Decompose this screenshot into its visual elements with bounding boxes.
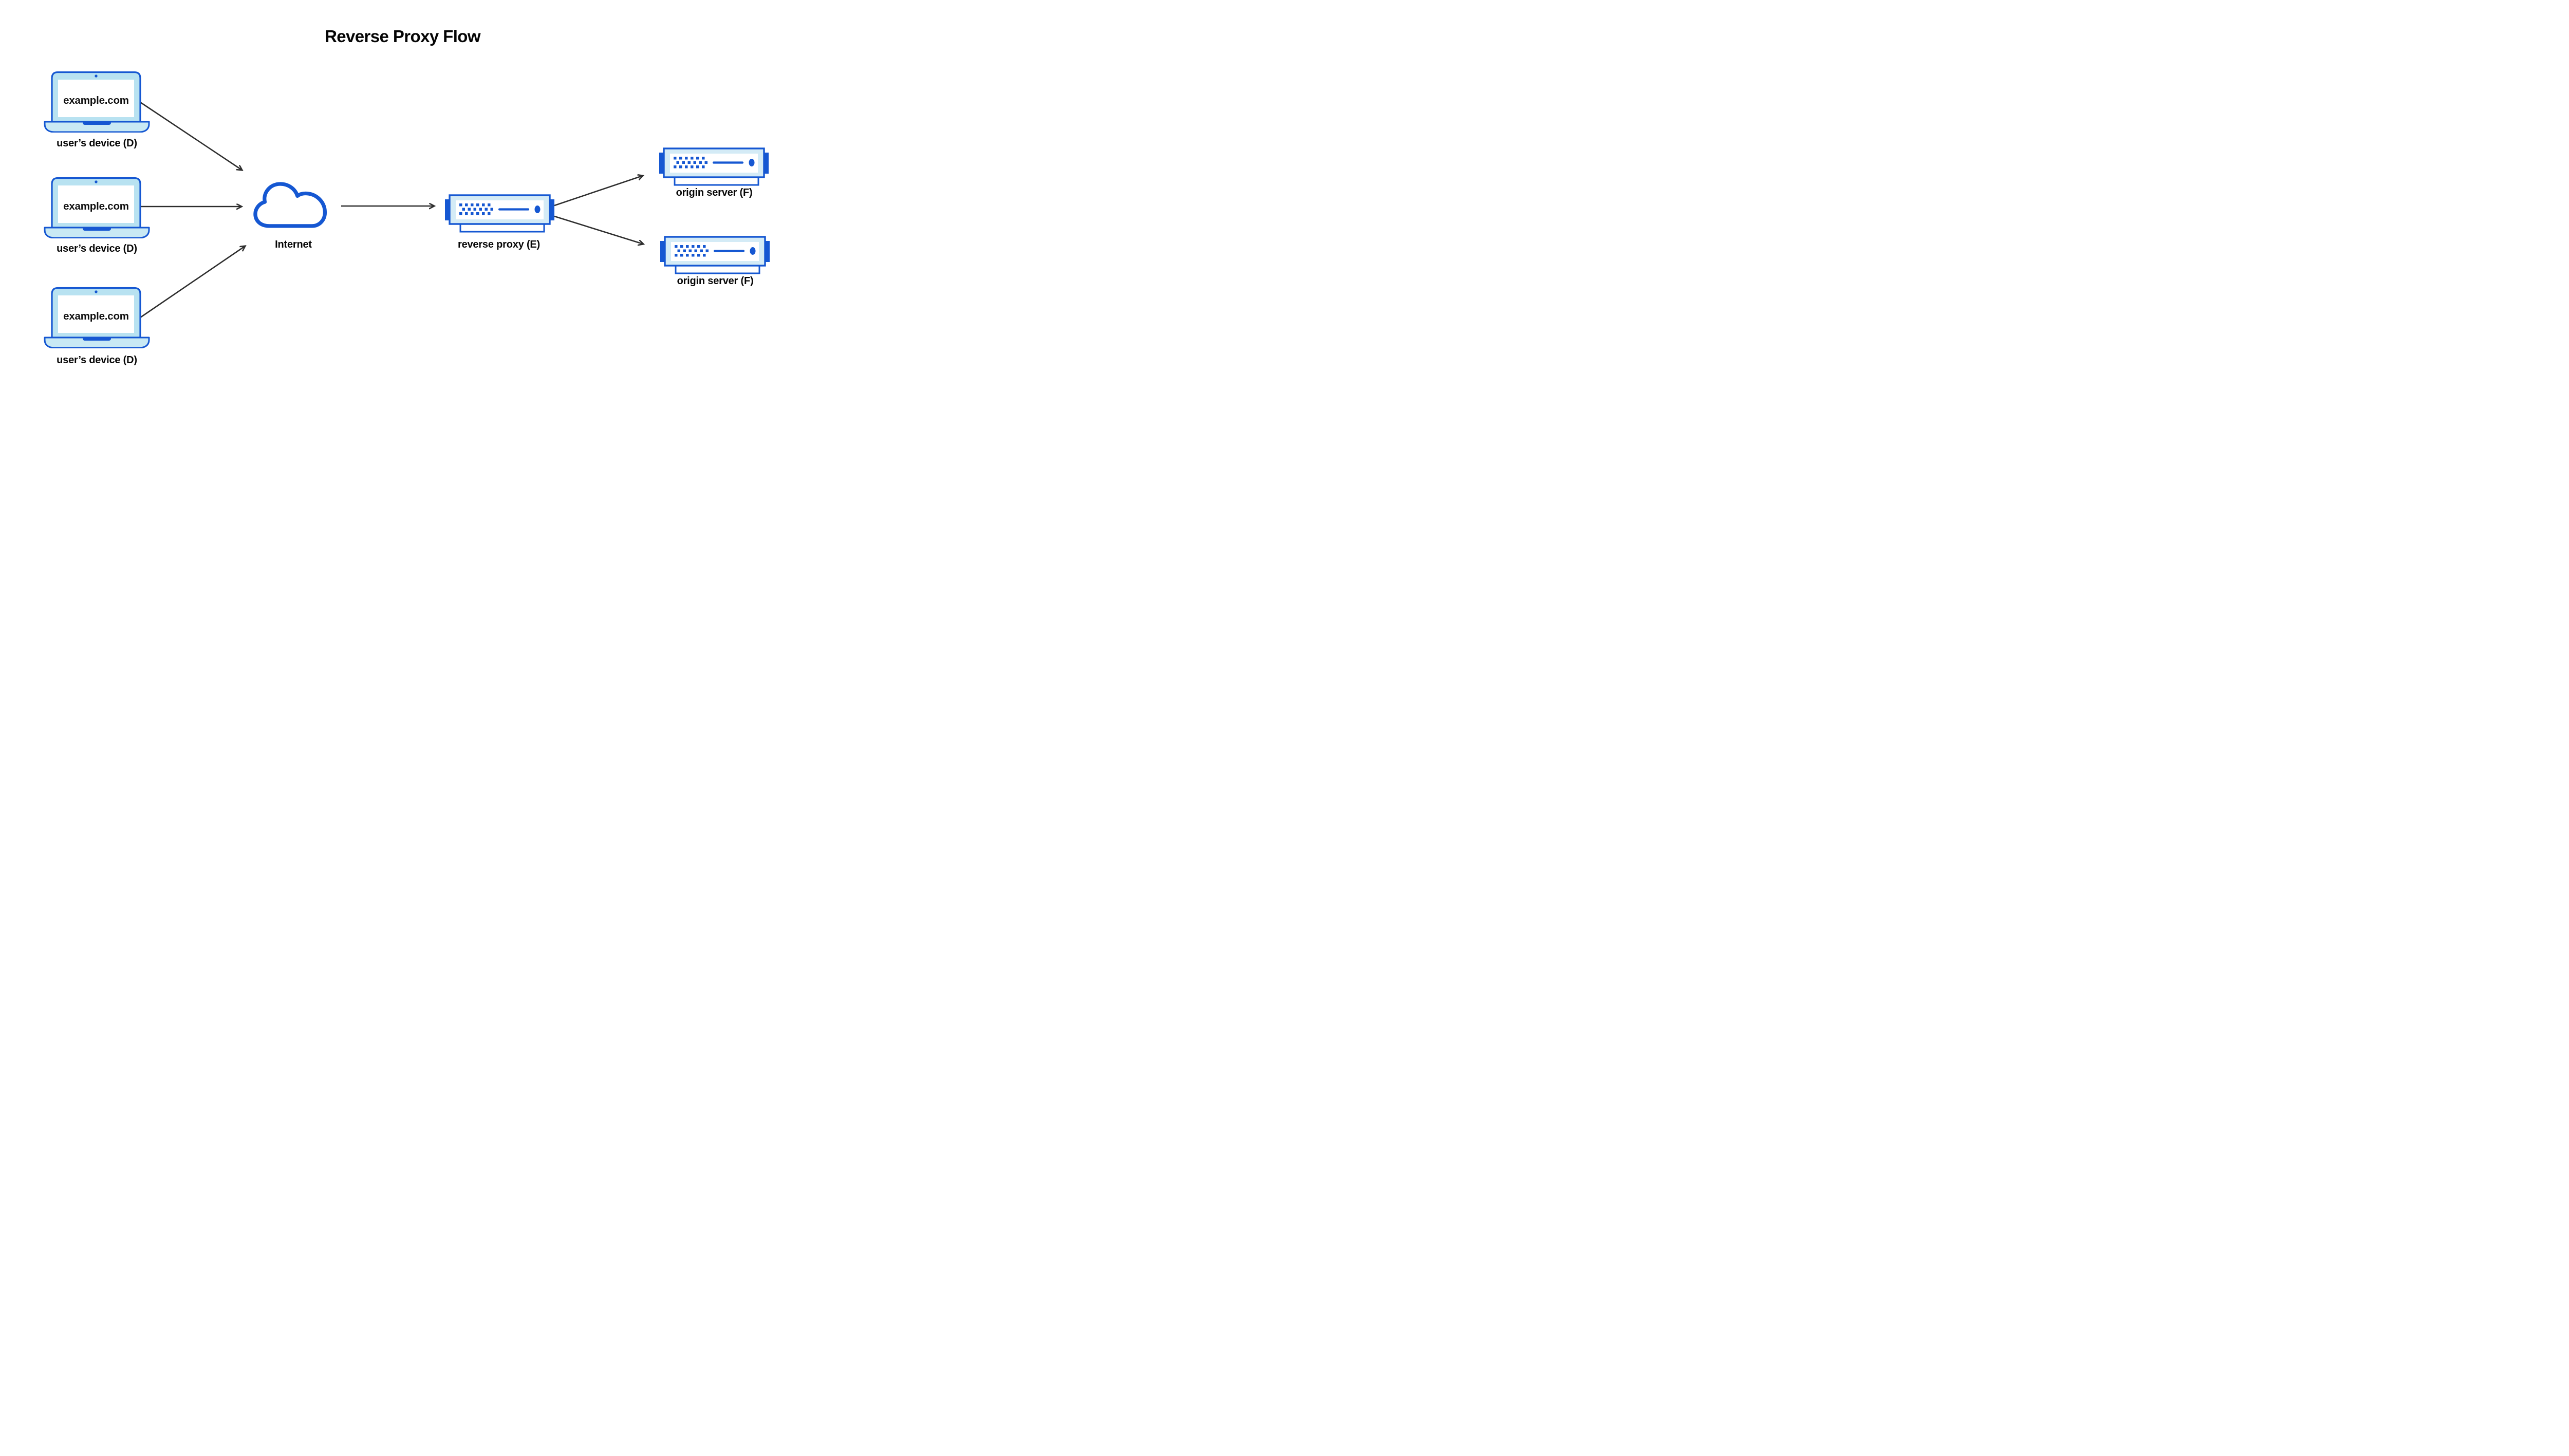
arrow-device3-to-internet: [140, 246, 245, 319]
user-device-3-label: user’s device (D): [57, 354, 137, 366]
laptop-icon: example.com: [44, 177, 150, 238]
origin-server-1-label: origin server (F): [676, 187, 753, 198]
device-screen-url: example.com: [63, 95, 129, 106]
node-user-device-3: example.com: [44, 287, 150, 348]
node-user-device-2: example.com: [44, 177, 150, 238]
diagram-title: Reverse Proxy Flow: [325, 27, 480, 46]
server-icon: [659, 147, 769, 187]
user-device-1-label: user’s device (D): [57, 138, 137, 149]
device-screen-url: example.com: [63, 200, 129, 212]
arrow-reverse-proxy-to-origin-server-1: [554, 176, 643, 207]
cloud-icon: [253, 178, 333, 230]
node-reverse-proxy: [445, 194, 554, 234]
laptop-icon: example.com: [44, 287, 150, 348]
arrow-device1-to-internet: [140, 101, 242, 170]
laptop-icon: example.com: [44, 71, 150, 133]
user-device-2-label: user’s device (D): [57, 243, 137, 254]
node-internet: [253, 178, 333, 230]
device-screen-url: example.com: [63, 310, 129, 322]
server-icon: [445, 194, 554, 234]
connection-arrows: [140, 101, 805, 319]
arrow-reverse-proxy-to-origin-server-2: [554, 215, 643, 244]
origin-server-2-label: origin server (F): [677, 275, 754, 287]
reverse-proxy-label: reverse proxy (E): [457, 239, 541, 250]
node-origin-server-1: [659, 147, 769, 187]
internet-label: Internet: [275, 239, 312, 250]
server-icon: [660, 236, 770, 275]
diagram-canvas: Reverse Proxy Flow example.com user’s de…: [0, 0, 805, 402]
node-user-device-1: example.com: [44, 71, 150, 133]
node-origin-server-2: [660, 236, 770, 275]
